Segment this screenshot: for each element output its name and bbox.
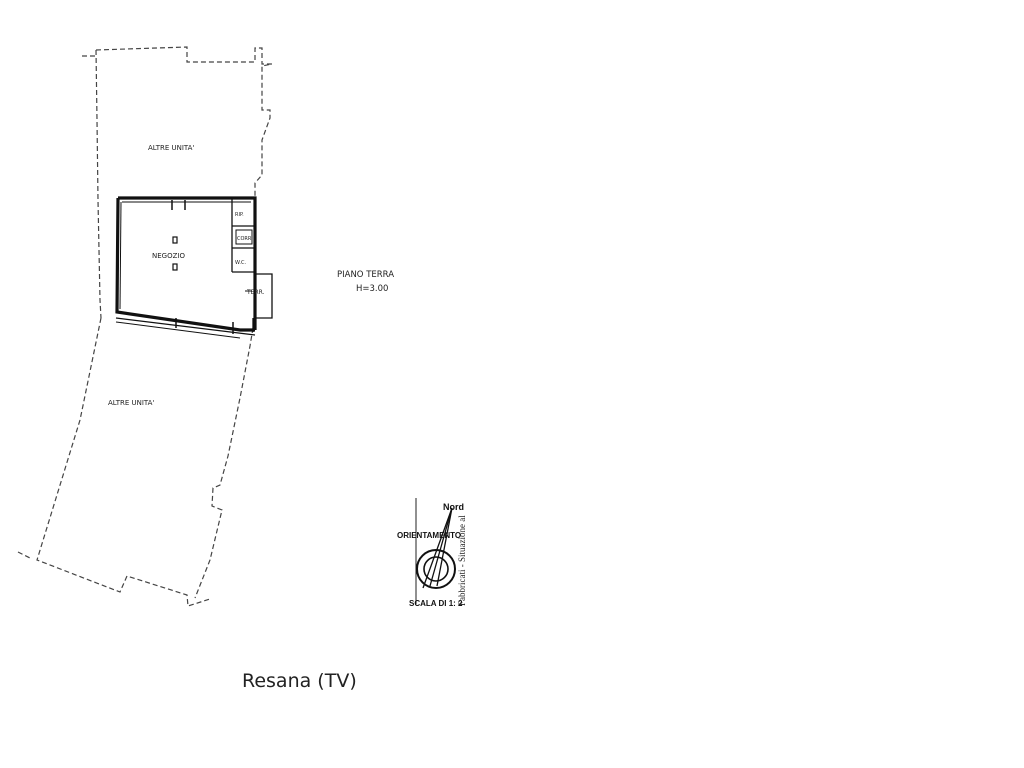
orientation-side-note: Fabbricati - Situazione al bbox=[457, 515, 467, 606]
floor-level-label: PIANO TERRA bbox=[337, 270, 394, 280]
wc-label: W.C. bbox=[235, 260, 246, 266]
north-label: Nord bbox=[443, 502, 464, 512]
storage-label: RIP. bbox=[235, 212, 244, 218]
orientation-label: ORIENTAMENTO bbox=[397, 531, 461, 540]
corridor-label: CORR. bbox=[237, 236, 253, 242]
location-caption: Resana (TV) bbox=[242, 670, 357, 692]
scale-label: SCALA DI 1: 2 bbox=[409, 599, 463, 608]
lower-units-label: ALTRE UNITA' bbox=[108, 399, 154, 407]
shop-pillars bbox=[172, 236, 178, 271]
shop-label: NEGOZIO bbox=[152, 252, 185, 260]
compass-outer-circle bbox=[416, 549, 456, 589]
compass-arrow-icon bbox=[422, 507, 453, 589]
upper-units-label: ALTRE UNITA' bbox=[148, 144, 194, 152]
upper-units-outline bbox=[82, 46, 273, 319]
compass-inner-circle bbox=[423, 556, 449, 582]
orientation-stamp: Nord ORIENTAMENTO SCALA DI 1: 2 Fabbrica… bbox=[397, 498, 467, 608]
floor-height-label: H=3.00 bbox=[356, 284, 388, 294]
lower-units-outline bbox=[17, 317, 254, 607]
shop-walls bbox=[115, 196, 273, 339]
terrace-label: TERR. bbox=[246, 289, 265, 296]
